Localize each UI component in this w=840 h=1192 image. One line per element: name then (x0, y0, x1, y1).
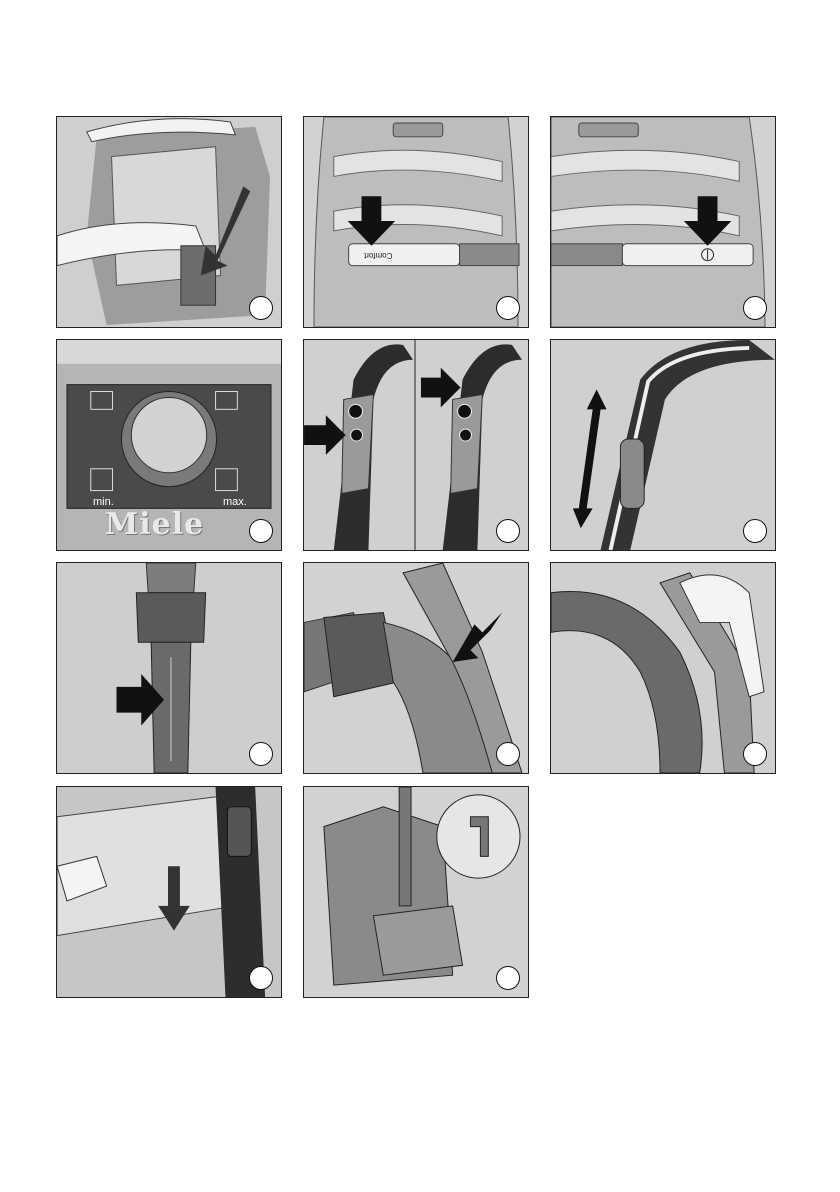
illustration-panel-2: Comfort (303, 116, 529, 328)
power-button-illustration (551, 117, 775, 327)
illustration-panel-4: min. max. Miele (56, 339, 282, 551)
figure-marker-4 (249, 519, 273, 543)
floorhead-parking-illustration (57, 787, 281, 997)
figure-marker-7 (249, 742, 273, 766)
bag-compartment-illustration (57, 117, 281, 327)
illustration-panel-7 (56, 562, 282, 774)
illustration-panel-3 (550, 116, 776, 328)
brand-logo: Miele (105, 507, 204, 542)
figure-marker-3 (743, 296, 767, 320)
figure-marker-1 (249, 296, 273, 320)
illustration-panel-5 (303, 339, 529, 551)
figure-marker-8 (496, 742, 520, 766)
comfort-button-illustration (304, 117, 528, 327)
figure-marker-11 (496, 966, 520, 990)
illustration-panel-1 (56, 116, 282, 328)
handle-slider-illustration (551, 340, 775, 550)
figure-marker-2 (496, 296, 520, 320)
hose-connector-illustration (304, 563, 528, 773)
handle-controls-illustration (304, 340, 528, 550)
figure-marker-6 (743, 519, 767, 543)
illustration-panel-9 (550, 562, 776, 774)
hose-grip-illustration (551, 563, 775, 773)
illustration-panel-10 (56, 786, 282, 998)
figure-marker-5 (496, 519, 520, 543)
telescopic-tube-illustration (57, 563, 281, 773)
illustration-panel-6 (550, 339, 776, 551)
illustration-panel-8 (303, 562, 529, 774)
comfort-label: Comfort (364, 251, 392, 260)
figure-marker-9 (743, 742, 767, 766)
illustration-panel-11 (303, 786, 529, 998)
figure-marker-10 (249, 966, 273, 990)
max-label: max. (223, 496, 247, 508)
upright-storage-illustration (304, 787, 528, 997)
